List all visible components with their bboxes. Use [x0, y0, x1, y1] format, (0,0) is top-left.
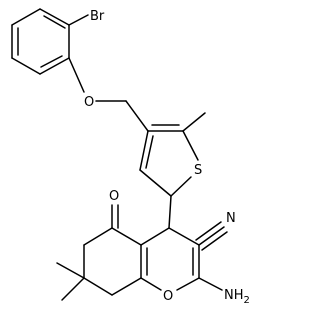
bond	[198, 226, 225, 246]
bond	[182, 112, 206, 132]
molecule-structure: Br O S N O O NH2	[11, 8, 250, 306]
bond	[68, 57, 85, 93]
atom-o-ether: O	[84, 95, 94, 110]
bonds	[11, 8, 228, 301]
bond	[61, 277, 85, 301]
bond	[39, 8, 70, 26]
atom-br: Br	[90, 9, 105, 24]
bond	[195, 221, 222, 241]
bond	[40, 55, 63, 68]
atom-s: S	[194, 163, 202, 178]
bond	[198, 277, 223, 291]
bond	[168, 227, 200, 246]
bond	[140, 277, 162, 291]
atom-labels: Br O S N O O NH2	[84, 9, 250, 306]
bond	[145, 135, 154, 169]
bond	[68, 14, 89, 26]
bond	[176, 277, 200, 291]
bond	[39, 57, 70, 75]
bond	[170, 176, 192, 197]
bond	[125, 100, 149, 132]
bond	[201, 231, 228, 251]
bond	[111, 227, 142, 246]
atom-o-ketone: O	[109, 189, 119, 204]
bond	[43, 15, 66, 29]
bond	[168, 195, 172, 229]
bond	[56, 262, 85, 279]
atom-o-ring: O	[163, 289, 173, 304]
bond	[83, 227, 113, 246]
atom-nh2-main: NH	[224, 288, 244, 303]
atom-n-nitrile: N	[226, 211, 236, 226]
bond	[139, 169, 172, 197]
bond	[111, 277, 142, 296]
atom-nh2: NH2	[224, 288, 250, 306]
bond	[140, 227, 170, 246]
atom-nh2-subscript: 2	[244, 295, 250, 306]
bond	[83, 277, 113, 296]
bond	[182, 130, 199, 161]
bond	[11, 57, 41, 75]
bond	[139, 130, 149, 171]
bond	[11, 8, 41, 26]
